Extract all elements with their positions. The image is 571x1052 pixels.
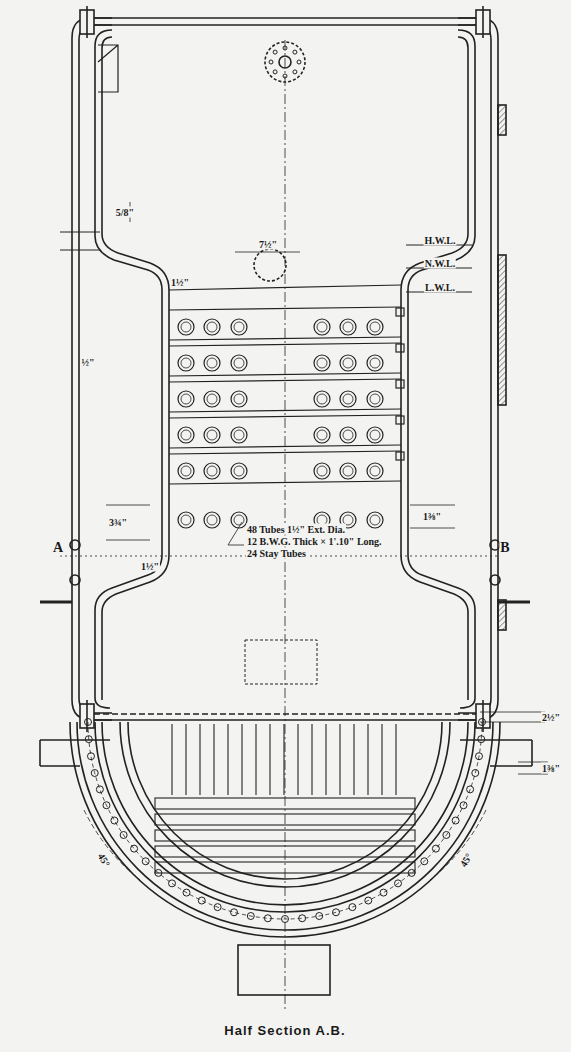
dimension-label: 5/8" bbox=[115, 207, 135, 218]
dimension-label: 45° bbox=[457, 850, 475, 869]
dimension-label: 45° bbox=[95, 850, 113, 869]
dimension-label: N.W.L. bbox=[424, 258, 456, 269]
tube-note: 12 B.W.G. Thick × 1'.10" Long. bbox=[246, 536, 383, 547]
dimension-label: ½" bbox=[80, 357, 95, 368]
dimension-label: 2½" bbox=[541, 712, 561, 723]
tube-note: 48 Tubes 1½" Ext. Dia. bbox=[246, 524, 346, 535]
dimension-label: 1⅜" bbox=[422, 511, 442, 522]
dimension-label: 1⅜" bbox=[541, 763, 561, 774]
dimension-label: 7½" bbox=[258, 239, 278, 250]
tube-note: 24 Stay Tubes bbox=[246, 548, 307, 559]
dimension-label: L.W.L. bbox=[424, 282, 456, 293]
dimension-label: 3¾" bbox=[108, 517, 128, 528]
dimension-label: H.W.L. bbox=[423, 235, 456, 246]
section-letter: A bbox=[52, 540, 64, 555]
dimension-label: 1½" bbox=[140, 561, 160, 572]
caption: Half Section A.B. bbox=[224, 1023, 345, 1038]
section-letter: B bbox=[499, 540, 510, 555]
dimension-label: 1½" bbox=[170, 277, 190, 288]
